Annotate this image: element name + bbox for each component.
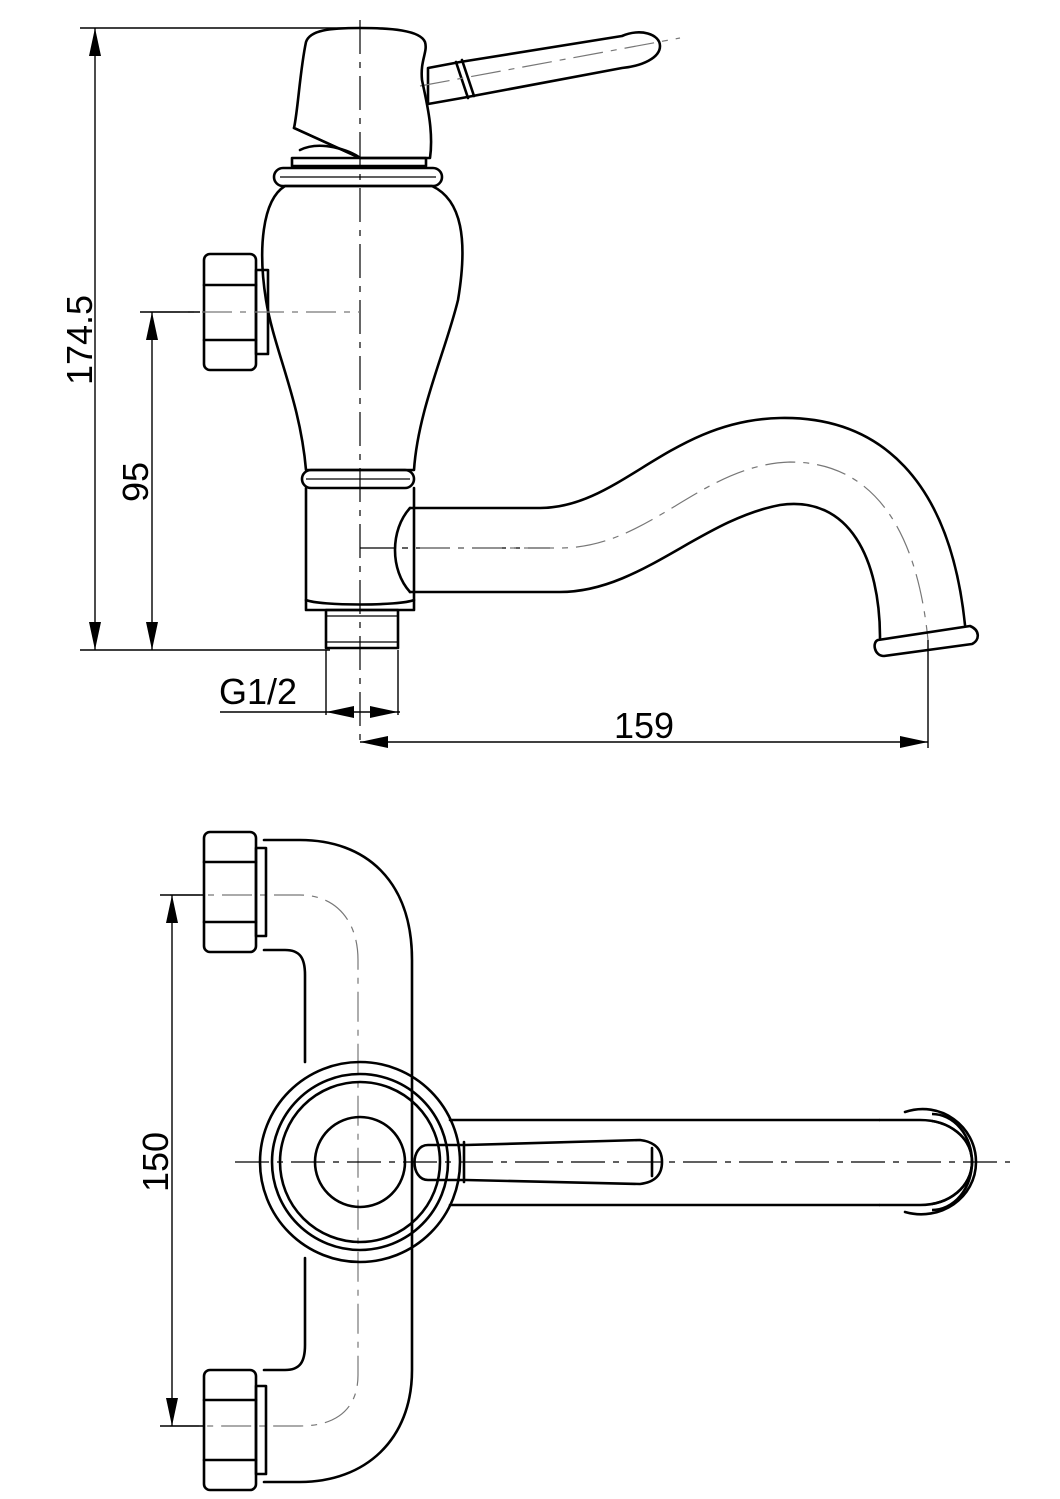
crossover-axis <box>170 894 359 1427</box>
lever-axis <box>419 37 681 87</box>
spout-outer-top <box>408 416 967 627</box>
side-elevation-view: 174.5 95 G1/2 159 <box>59 20 980 748</box>
spout-joint <box>393 506 412 594</box>
crossover-pipe-inner <box>262 948 307 1064</box>
lower-collar <box>300 468 416 490</box>
spout-axis <box>420 461 929 641</box>
lever-ring <box>454 60 470 100</box>
spout-aerator <box>873 624 980 658</box>
bottom-inlet-nut <box>202 1368 268 1492</box>
dimension-thread: G1/2 <box>219 650 400 718</box>
valve-body <box>260 184 464 472</box>
lever-plan <box>413 1138 664 1186</box>
dimension-label-spout-reach: 159 <box>614 705 674 746</box>
thread-connector <box>324 608 400 650</box>
top-plan-view: 150 <box>135 830 1010 1492</box>
dimension-inlet-spacing: 150 <box>135 894 204 1427</box>
dimension-label-thread: G1/2 <box>219 671 297 712</box>
spout-outer-bottom <box>408 502 882 640</box>
lever-handle <box>426 31 662 106</box>
dimension-spout-reach: 159 <box>360 640 929 748</box>
dimension-label-inlet-height: 95 <box>115 462 156 502</box>
crossover-pipe-outer <box>262 838 414 1484</box>
dimension-label-total-height: 174.5 <box>59 295 100 385</box>
top-inlet-nut <box>202 830 268 954</box>
dimension-inlet-height: 95 <box>115 312 158 650</box>
dimension-label-inlet-spacing: 150 <box>135 1132 176 1192</box>
dimension-total-height: 174.5 <box>59 28 101 650</box>
